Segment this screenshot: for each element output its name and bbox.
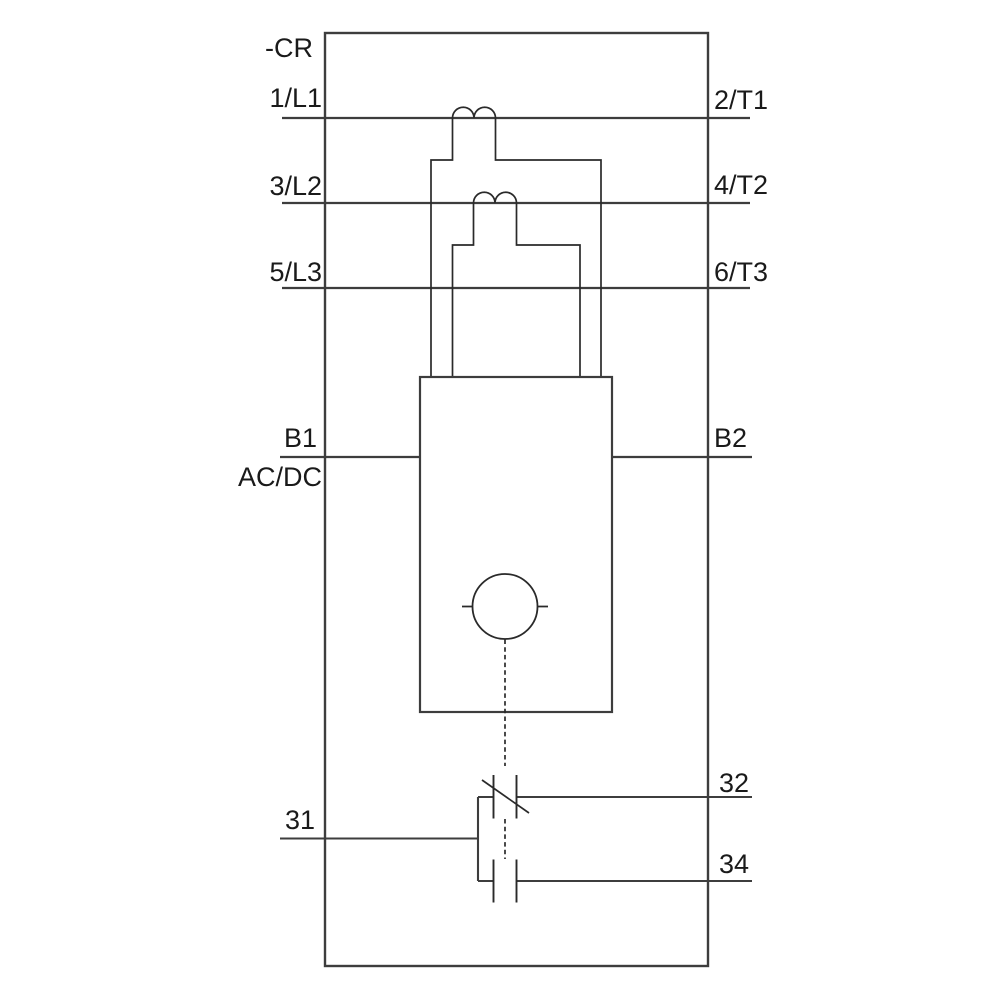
terminal-label-34: 34 xyxy=(719,849,750,879)
transformer-loop-phase2-humps xyxy=(472,191,518,204)
nc-contact-bars xyxy=(492,775,518,819)
terminal-label-31: 31 xyxy=(284,805,315,835)
no-contact-bars xyxy=(492,859,518,903)
enclosure-frame xyxy=(323,31,710,968)
device-body-box xyxy=(418,375,614,714)
terminal-label-4t2: 4/T2 xyxy=(714,170,769,200)
nc-contact-slash xyxy=(481,779,530,814)
terminal-label-1l1: 1/L1 xyxy=(269,83,322,113)
terminal-label-32: 32 xyxy=(719,768,750,798)
supply-type-label: AC/DC xyxy=(237,462,322,492)
actuator-circle xyxy=(471,573,539,640)
transformer-loop-phase1-humps xyxy=(451,106,497,119)
terminal-label-6t3: 6/T3 xyxy=(714,257,769,287)
aux-contact-wiring xyxy=(280,795,752,883)
terminal-label-2t1: 2/T1 xyxy=(714,85,769,115)
terminal-label-b2: B2 xyxy=(714,423,748,453)
terminal-label-5l3: 5/L3 xyxy=(269,257,322,287)
terminal-label-3l2: 3/L2 xyxy=(269,171,322,201)
transformer-loop-phase1-legs xyxy=(430,118,602,377)
device-designator-label: -CR xyxy=(265,33,313,63)
transformer-loop-phase2-legs xyxy=(451,203,581,377)
terminal-label-b1: B1 xyxy=(283,423,317,453)
